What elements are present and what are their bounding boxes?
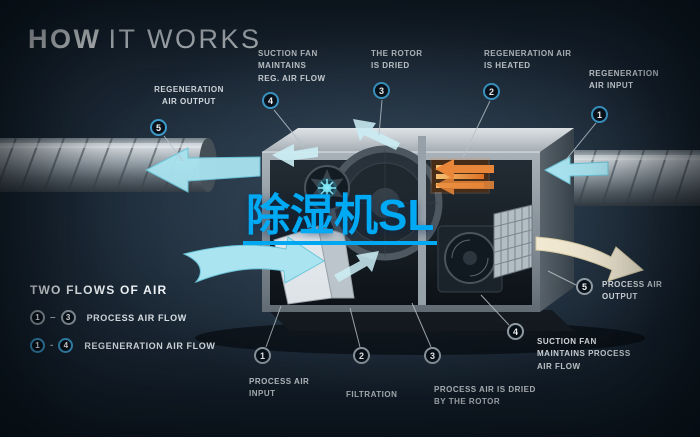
legend-process-from-circle: 1: [30, 310, 45, 325]
callout-label-process-air-dried: PROCESS AIR IS DRIED BY THE ROTOR: [434, 385, 536, 407]
regeneration-air-input-arrow: [543, 156, 609, 185]
legend-regen-to-circle: 4: [58, 338, 74, 353]
callout-label-rotor-is-dried: THE ROTOR IS DRIED: [371, 49, 423, 71]
heated-air-arrow-1: [435, 159, 494, 179]
legend-process-dash: –: [50, 312, 56, 323]
callout-number-process-2: 2: [353, 347, 370, 364]
callout-label-suction-fan-regen: SUCTION FAN MAINTAINS REG. AIR FLOW: [258, 49, 326, 83]
callout-number-regen-3: 3: [373, 82, 390, 99]
regeneration-input-duct: [552, 149, 700, 207]
callout-number-regen-2: 2: [483, 83, 500, 100]
callout-number-process-4: 4: [507, 323, 524, 340]
process-fan: [437, 225, 503, 293]
process-air-output-arrow: [535, 236, 645, 282]
process-air-input-arrow: [182, 236, 325, 284]
cabinet-base: [268, 310, 574, 331]
title-word-how: HOW: [28, 24, 102, 54]
callout-number-regen-1: 1: [591, 106, 608, 123]
callout-label-filtration: FILTRATION: [346, 390, 398, 399]
callout-number-regen-4: 4: [262, 92, 279, 109]
process-internal-arrow: [334, 251, 379, 282]
callout-number-process-1: 1: [254, 347, 271, 364]
watermark-text: 除湿机SL: [243, 192, 438, 246]
legend: TWO FLOWS OF AIR 1 – 3 PROCESS AIR FLOW …: [30, 283, 215, 353]
airflow-arrows: [144, 119, 645, 284]
callout-number-process-3: 3: [424, 347, 441, 364]
legend-regen-dash: -: [50, 340, 54, 351]
legend-process-label: PROCESS AIR FLOW: [86, 312, 187, 323]
legend-process-to-circle: 3: [60, 310, 76, 325]
callout-label-regeneration-air-heated: REGENERATION AIR IS HEATED: [484, 49, 572, 71]
callout-label-regeneration-air-output: REGENERATION AIR OUTPUT: [154, 85, 224, 107]
legend-row-process: 1 – 3 PROCESS AIR FLOW: [30, 310, 215, 325]
callout-number-process-5: 5: [576, 278, 593, 295]
legend-row-regeneration: 1 - 4 REGENERATION AIR FLOW: [30, 338, 215, 353]
regeneration-air-output-arrow: [144, 147, 261, 193]
callout-label-suction-fan-process: SUCTION FAN MAINTAINS PROCESS AIR FLOW: [537, 337, 631, 371]
title-word-it-works: IT WORKS: [108, 24, 262, 54]
legend-regen-from-circle: 1: [30, 338, 45, 353]
legend-regen-label: REGENERATION AIR FLOW: [84, 340, 216, 351]
callout-label-process-air-output: PROCESS AIR OUTPUT: [602, 280, 663, 302]
divider-panel: [418, 136, 426, 305]
heated-air-arrow-2: [435, 175, 494, 195]
filter-panel: [493, 204, 533, 279]
legend-heading: TWO FLOWS OF AIR: [30, 283, 168, 297]
callout-label-regeneration-air-input: REGENERATION AIR INPUT: [589, 69, 659, 91]
regeneration-internal-arrow: [272, 144, 318, 167]
callout-label-process-air-input: PROCESS AIR INPUT: [249, 377, 310, 399]
rotor-drying-arrow: [353, 119, 400, 150]
callout-number-regen-5: 5: [150, 119, 167, 136]
regeneration-fan: [304, 165, 350, 211]
leader-lines: [163, 99, 597, 348]
